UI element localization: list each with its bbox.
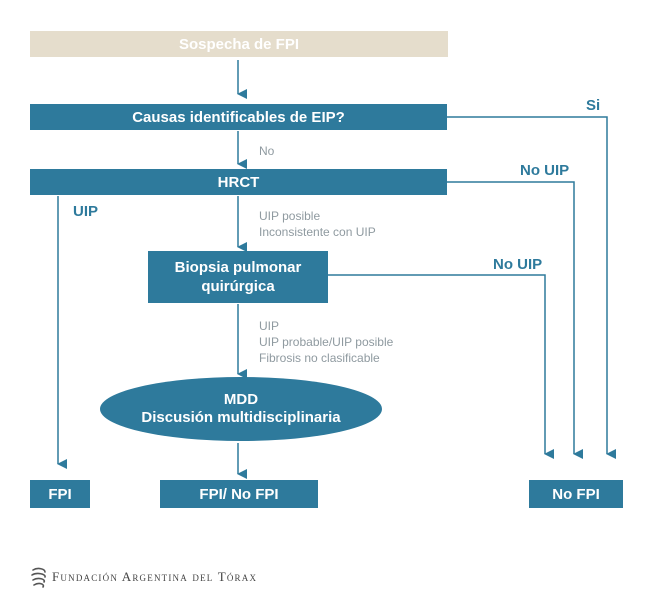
edge-label-uip-posible: UIP posible [259,209,321,223]
edge-label-biopsia-uip: UIP [259,319,280,333]
node-mdd-line1: MDD [223,391,259,408]
node-fpi: FPI [30,480,90,508]
edge-label-no-uip-hrct: No UIP [520,162,570,179]
edge-label-biopsia-probable: UIP probable/UIP posible [259,335,394,349]
footer-organization: Fundación Argentina del Tórax [52,569,258,584]
node-mdd: MDD Discusión multidisciplinaria [100,377,382,441]
edge-label-no-uip-biopsia: No UIP [493,256,543,273]
spiral-logo-icon [31,567,46,588]
footer: Fundación Argentina del Tórax [30,566,257,588]
node-fpi-no-fpi: FPI/ No FPI [160,480,318,508]
edge-label-biopsia-fibrosis: Fibrosis no clasificable [259,351,380,365]
node-causas: Causas identificables de EIP? [30,104,447,130]
node-biopsia: Biopsia pulmonar quirúrgica [148,251,328,303]
node-hrct: HRCT [30,169,447,195]
arrow-biopsia-no-fpi [328,274,554,459]
node-no-fpi: No FPI [529,480,623,508]
node-sospecha: Sospecha de FPI [30,31,448,57]
edge-label-inconsistente: Inconsistente con UIP [259,225,376,239]
node-mdd-line2: Discusión multidisciplinaria [141,409,341,426]
edge-label-uip: UIP [73,203,99,220]
edge-label-no: No [259,144,275,158]
arrow-causas-no-fpi [447,116,616,459]
node-biopsia-line1: Biopsia pulmonar [174,259,302,276]
node-biopsia-line2: quirúrgica [201,278,275,295]
edge-label-si: Si [586,97,601,114]
arrow-hrct-no-fpi [447,181,583,459]
